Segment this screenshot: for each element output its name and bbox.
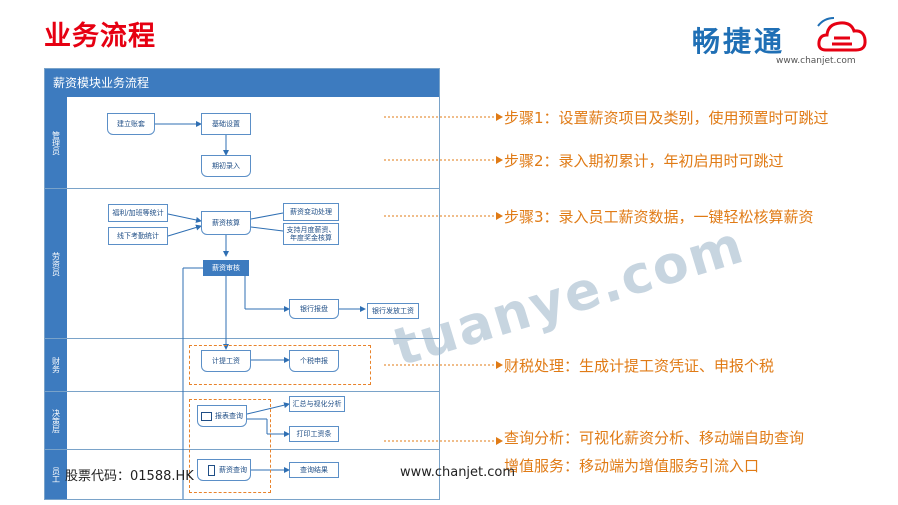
logo-text: 畅捷通 <box>692 25 786 58</box>
node-salary-query: 薪资查询 <box>197 459 251 481</box>
node-report-query-label: 报表查询 <box>215 411 243 420</box>
page-title: 业务流程 <box>44 21 156 52</box>
node-salary-change: 薪资变动处理 <box>283 203 339 221</box>
lane-finance: 财务 <box>45 339 439 392</box>
node-income-tax: 个税申报 <box>289 350 339 372</box>
logo-url: www.chanjet.com <box>776 56 856 66</box>
step-1: 步骤1：设置薪资项目及类别，使用预置时可跳过 <box>504 109 829 127</box>
lane-admin: 管理员 <box>45 97 439 189</box>
node-bank-payment: 银行发放工资 <box>367 303 419 319</box>
step-3: 步骤3：录入员工薪资数据，一键轻松核算薪资 <box>504 208 814 226</box>
mobile-icon <box>208 464 215 476</box>
lane-label-employee: 员工 <box>45 450 67 499</box>
node-support-note: 支持月度薪资、年度奖金核算 <box>283 223 339 245</box>
flow-title: 薪资模块业务流程 <box>45 69 439 97</box>
flow-diagram: 薪资模块业务流程 管理员 劳资员 财务 决策层 员工 <box>44 68 440 500</box>
lane-label-decision: 决策层 <box>45 392 67 449</box>
step-query: 查询分析：可视化薪资分析、移动端自助查询 <box>504 429 805 447</box>
step-2: 步骤2：录入期初累计，年初启用时可跳过 <box>504 152 784 170</box>
chanjet-logo: 畅捷通 www.chanjet.com <box>692 16 882 72</box>
node-basic-settings: 基础设置 <box>201 113 251 135</box>
step-finance: 财税处理：生成计提工资凭证、申报个税 <box>504 357 775 375</box>
step-value-added: 增值服务：移动端为增值服务引流入口 <box>504 457 760 475</box>
footer-site: www.chanjet.com <box>400 465 516 480</box>
node-initial-entry: 期初录入 <box>201 155 251 177</box>
cloud-icon <box>817 17 867 52</box>
node-offline-attendance: 线下考勤统计 <box>108 227 168 245</box>
laptop-icon <box>201 411 212 421</box>
node-salary-query-label: 薪资查询 <box>219 465 247 474</box>
flow-connectors <box>155 121 366 499</box>
node-salary-review: 薪资审核 <box>203 260 249 276</box>
stock-code: 股票代码：01588.HK <box>65 469 194 484</box>
node-summary-analysis: 汇总与视化分析 <box>289 396 345 412</box>
lane-label-finance: 财务 <box>45 339 67 391</box>
node-bank-report: 银行报盘 <box>289 299 339 319</box>
query-group <box>189 399 271 493</box>
lane-payroll: 劳资员 <box>45 189 439 339</box>
lane-label-payroll: 劳资员 <box>45 189 67 338</box>
node-report-query: 报表查询 <box>197 405 247 427</box>
node-accrue-salary: 计提工资 <box>201 350 251 372</box>
node-create-account: 建立账套 <box>107 113 155 135</box>
node-welfare-stats: 福利/加班等统计 <box>108 204 168 222</box>
lane-employee: 员工 <box>45 450 439 499</box>
lane-decision: 决策层 <box>45 392 439 450</box>
finance-group <box>189 345 371 385</box>
node-query-result: 查询结果 <box>289 462 339 478</box>
lane-label-admin: 管理员 <box>45 97 67 188</box>
node-salary-calc: 薪资核算 <box>201 211 251 235</box>
node-print-slip: 打印工资条 <box>289 426 339 442</box>
